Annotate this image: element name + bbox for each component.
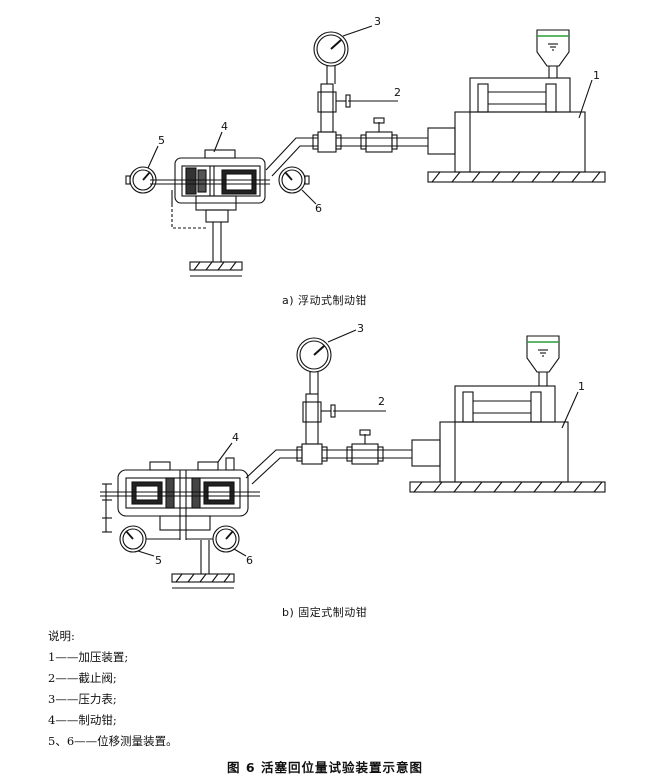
legend-item: 3——压力表; [48, 692, 117, 706]
pipeline-a [265, 83, 428, 177]
callout-1-b: 1 [578, 380, 585, 393]
callout-6-b: 6 [246, 554, 253, 567]
ground-base-a [427, 171, 606, 183]
callout-6-a: 6 [315, 202, 322, 215]
ground-base-b [409, 481, 606, 493]
callout-2-a: 2 [394, 86, 401, 99]
callout-2-b: 2 [378, 395, 385, 408]
legend-item: 2——截止阀; [48, 671, 117, 685]
callout-5-b: 5 [155, 554, 162, 567]
stand-b [171, 540, 235, 589]
displacement-gauge-6-a [278, 166, 310, 194]
caption-a: a) 浮动式制动钳 [282, 294, 368, 307]
displacement-gauge-6-b [186, 525, 240, 553]
displacement-gauge-5-b [119, 525, 180, 553]
displacement-gauge-5-a [125, 166, 157, 194]
callout-4-b: 4 [232, 431, 239, 444]
pipeline-b [245, 393, 412, 485]
callout-3-b: 3 [357, 322, 364, 335]
pressurizing-device-a [427, 29, 586, 173]
caption-b: b) 固定式制动钳 [282, 606, 368, 619]
legend: 说明: 1——加压装置; 2——截止阀; 3——压力表; 4——制动钳; 5、6… [48, 626, 178, 752]
legend-item: 4——制动钳; [48, 713, 117, 727]
callout-4-a: 4 [221, 120, 228, 133]
figure-title: 图 6 活塞回位量试验装置示意图 [227, 760, 423, 775]
legend-item: 5、6——位移测量装置。 [48, 734, 178, 748]
legend-heading: 说明: [48, 629, 75, 643]
diagram-a [125, 25, 606, 277]
callout-1-a: 1 [593, 69, 600, 82]
stand-a [189, 222, 243, 277]
callout-5-a: 5 [158, 134, 165, 147]
pressure-gauge-a [313, 31, 349, 84]
callout-3-a: 3 [374, 15, 381, 28]
diagram-b [100, 329, 606, 589]
caliper-b [100, 457, 260, 540]
pressure-gauge-b [296, 337, 332, 394]
legend-item: 1——加压装置; [48, 650, 129, 664]
caliper-a [150, 149, 270, 229]
pressurizing-device-b [411, 335, 569, 483]
